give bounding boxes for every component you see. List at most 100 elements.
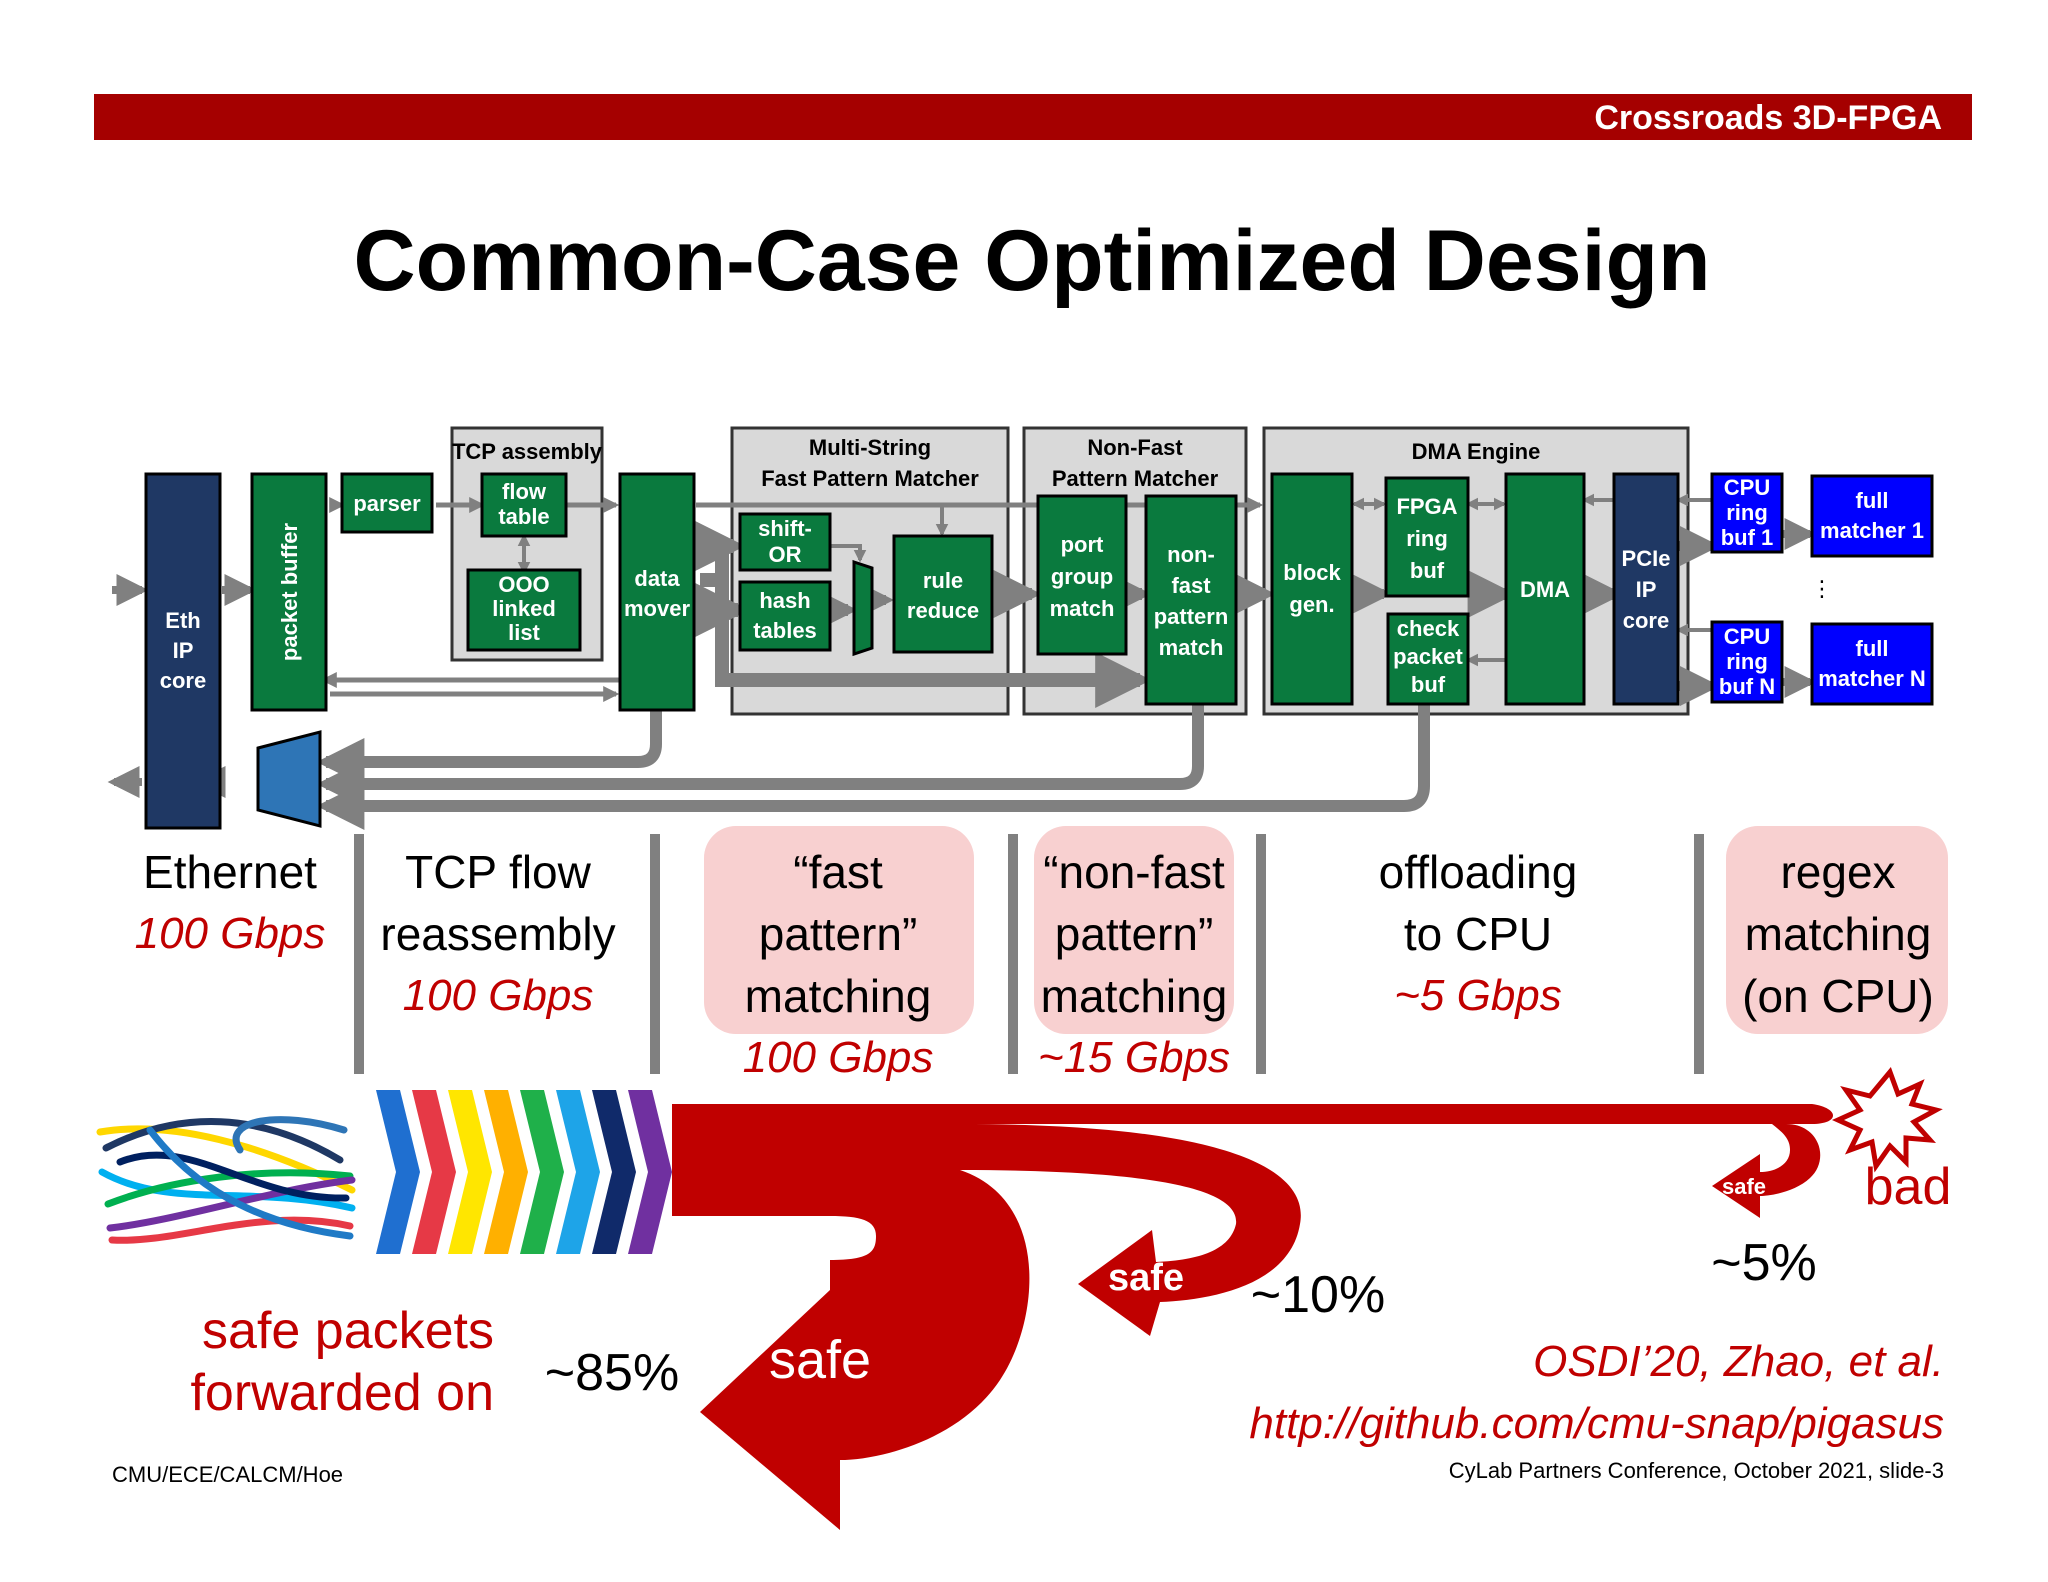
shift-or-label-1: shift- bbox=[758, 516, 812, 541]
pct-5-label: ~5% bbox=[1711, 1234, 1817, 1292]
rule-reduce-label-1: rule bbox=[923, 568, 963, 593]
data-mover-label-2: mover bbox=[624, 596, 690, 621]
full-matcher-1-block bbox=[1810, 474, 1934, 558]
port-group-label-3: match bbox=[1050, 596, 1115, 621]
stage-offload-label-2: to CPU bbox=[1404, 908, 1552, 960]
multi-string-title-1: Multi-String bbox=[809, 435, 931, 460]
ooo-label-2: linked bbox=[492, 596, 556, 621]
check-packet-buf-block bbox=[1386, 612, 1470, 706]
stage-tcp-label-1: TCP flow bbox=[405, 846, 592, 898]
citation-url[interactable]: http://github.com/cmu-snap/pigasus bbox=[1249, 1399, 1944, 1448]
fpga-ring-buf-label-2: ring bbox=[1406, 526, 1448, 551]
tangled-packet-lines bbox=[96, 1116, 356, 1244]
eth-ip-core-block bbox=[144, 472, 222, 830]
flow-table-label-1: flow bbox=[502, 479, 547, 504]
hash-tables-block bbox=[738, 580, 832, 652]
dma-engine-title: DMA Engine bbox=[1412, 439, 1541, 464]
fpga-ring-buf-label-1: FPGA bbox=[1396, 494, 1457, 519]
stage-offload-rate: ~5 Gbps bbox=[1394, 971, 1562, 1020]
demux-shape bbox=[256, 730, 322, 828]
nfpm-label-4: match bbox=[1159, 635, 1224, 660]
safe-label-small: safe bbox=[1722, 1174, 1766, 1199]
stage-nonfast-label-3: matching bbox=[1041, 970, 1228, 1022]
cpu-ring-buf-1-label-2: ring bbox=[1726, 500, 1768, 525]
stage-tcp-label-2: reassembly bbox=[380, 908, 615, 960]
stage-fast-rate: 100 Gbps bbox=[743, 1033, 934, 1082]
stage-tcp-rate: 100 Gbps bbox=[403, 971, 594, 1020]
port-group-label-1: port bbox=[1061, 532, 1104, 557]
packet-buffer-block bbox=[250, 472, 328, 712]
rule-reduce-block bbox=[892, 534, 994, 654]
fpga-ring-buf-block bbox=[1384, 476, 1470, 598]
footer-right: CyLab Partners Conference, October 2021,… bbox=[1449, 1458, 1944, 1483]
stage-offload-label-1: offloading bbox=[1379, 846, 1578, 898]
bad-label: bad bbox=[1865, 1158, 1952, 1216]
safe-label-medium: safe bbox=[1108, 1257, 1184, 1299]
pcie-ip-core-block bbox=[1612, 472, 1680, 706]
port-group-match-block bbox=[1036, 494, 1128, 656]
cpu-ring-buf-n-label-2: ring bbox=[1726, 649, 1768, 674]
full-matcher-1-label-2: matcher 1 bbox=[1820, 518, 1924, 543]
block-gen-block bbox=[1270, 472, 1354, 706]
multi-string-title-2: Fast Pattern Matcher bbox=[761, 466, 979, 491]
pct-85-label: ~85% bbox=[545, 1344, 679, 1402]
stage-labels: Ethernet TCP flow reassembly “fast patte… bbox=[135, 826, 1948, 1082]
pipeline-diagram: TCP assembly Multi-String Fast Pattern M… bbox=[107, 426, 1934, 830]
footer-left: CMU/ECE/CALCM/Hoe bbox=[112, 1462, 343, 1487]
stage-fast-label-3: matching bbox=[745, 970, 932, 1022]
stage-fast-label-2: pattern” bbox=[759, 908, 918, 960]
flow-table-label-2: table bbox=[498, 504, 549, 529]
stage-ethernet-rate: 100 Gbps bbox=[135, 909, 326, 958]
cpu-ring-buf-1-label-1: CPU bbox=[1724, 475, 1770, 500]
dma-block bbox=[1504, 472, 1586, 706]
stage-nonfast-label-2: pattern” bbox=[1055, 908, 1214, 960]
ooo-linked-list-block bbox=[466, 568, 582, 652]
ooo-label-1: OOO bbox=[498, 572, 549, 597]
matcher-ellipsis: ⋮ bbox=[1811, 576, 1833, 601]
highlight-regex bbox=[1726, 826, 1948, 1034]
pcie-label-1: PCIe bbox=[1622, 546, 1671, 571]
stage-ethernet-label: Ethernet bbox=[143, 846, 317, 898]
safe-packets-label-1: safe packets bbox=[202, 1302, 494, 1360]
eth-ip-core-label-3: core bbox=[160, 668, 206, 693]
slide-title: Common-Case Optimized Design bbox=[353, 213, 1710, 309]
full-matcher-n-label-2: matcher N bbox=[1818, 666, 1926, 691]
nfpm-label-2: fast bbox=[1171, 573, 1211, 598]
port-group-label-2: group bbox=[1051, 564, 1113, 589]
cpu-ring-buf-n-block bbox=[1710, 620, 1784, 704]
hash-tables-label-2: tables bbox=[753, 618, 817, 643]
nfpm-label-3: pattern bbox=[1154, 604, 1229, 629]
full-matcher-1-label-1: full bbox=[1856, 488, 1889, 513]
packet-flow-graphic: safe safe safe bad ~85% ~10% ~5% safe pa… bbox=[96, 1067, 1952, 1530]
nfpm-label-1: non- bbox=[1167, 542, 1215, 567]
stage-fast-label-1: “fast bbox=[793, 846, 883, 898]
dma-label: DMA bbox=[1520, 577, 1570, 602]
eth-ip-core-label-2: IP bbox=[173, 638, 194, 663]
non-fast-title-2: Pattern Matcher bbox=[1052, 466, 1219, 491]
check-packet-buf-label-1: check bbox=[1397, 616, 1460, 641]
non-fast-title-1: Non-Fast bbox=[1087, 435, 1183, 460]
cpu-ring-buf-n-label-1: CPU bbox=[1724, 624, 1770, 649]
bad-burst-icon bbox=[1831, 1067, 1943, 1173]
eth-ip-core-label-1: Eth bbox=[165, 608, 200, 633]
packet-buffer-label: packet buffer bbox=[277, 522, 302, 661]
cpu-ring-buf-1-label-3: buf 1 bbox=[1721, 525, 1774, 550]
rainbow-chevrons bbox=[376, 1090, 672, 1254]
check-packet-buf-label-2: packet bbox=[1393, 644, 1463, 669]
red-flow bbox=[672, 1104, 1833, 1530]
mux-shape bbox=[852, 559, 874, 657]
flow-table-block bbox=[480, 472, 568, 538]
fpga-ring-buf-label-3: buf bbox=[1410, 558, 1445, 583]
cpu-ring-buf-1-block bbox=[1710, 472, 1784, 554]
block-gen-label-2: gen. bbox=[1289, 592, 1334, 617]
stage-regex-label-2: matching bbox=[1745, 908, 1932, 960]
stage-dividers bbox=[354, 834, 1704, 1074]
full-matcher-n-label-1: full bbox=[1856, 636, 1889, 661]
safe-packets-label-2: forwarded on bbox=[190, 1364, 494, 1422]
citation-paper: OSDI’20, Zhao, et al. bbox=[1533, 1337, 1944, 1386]
ooo-label-3: list bbox=[508, 620, 540, 645]
full-matcher-n-block bbox=[1810, 622, 1934, 706]
stage-nonfast-label-1: “non-fast bbox=[1043, 846, 1225, 898]
pcie-label-3: core bbox=[1623, 608, 1669, 633]
